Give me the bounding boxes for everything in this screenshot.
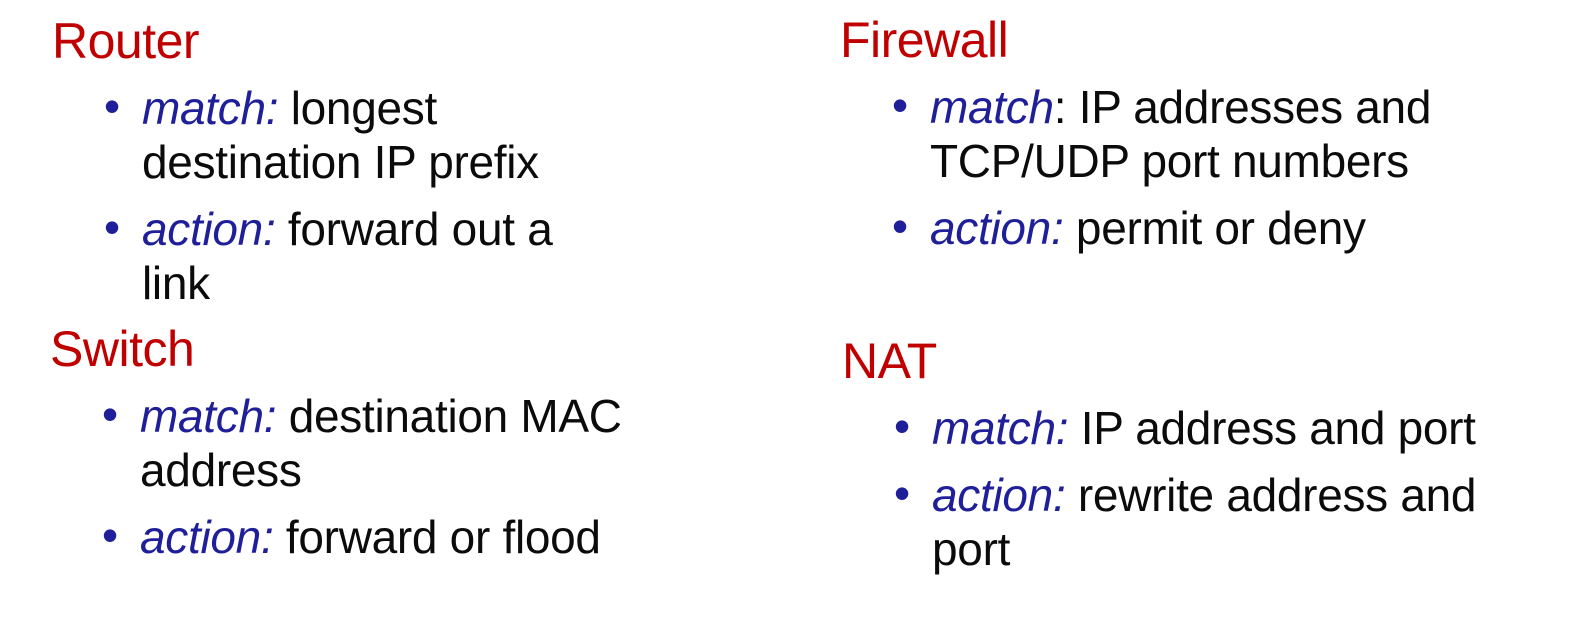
bullet-list-firewall: • match: IP addresses and TCP/UDP port nu… (840, 79, 1540, 255)
section-router: Router • match: longest destination IP pr… (52, 14, 692, 310)
section-title-switch: Switch (50, 321, 195, 377)
bullet-icon: • (892, 200, 908, 252)
bullet-list-nat: • match: IP address and port • action: rew… (842, 400, 1542, 576)
bullet-icon: • (892, 79, 908, 131)
bullet-text: longest destination IP prefix (142, 82, 539, 188)
bullet-item-nat-match: • match: IP address and port (894, 400, 1542, 455)
bullet-lead: action: (142, 203, 276, 255)
section-nat: NAT • match: IP address and port • action:… (842, 334, 1542, 576)
bullet-text: rewrite address and port (932, 469, 1477, 575)
bullet-text: : IP addresses and TCP/UDP port numbers (930, 81, 1432, 187)
bullet-item-router-action: • action: forward out a link (104, 201, 692, 310)
bullet-item-firewall-match: • match: IP addresses and TCP/UDP port nu… (892, 79, 1540, 188)
bullet-text: forward out a link (142, 203, 553, 309)
bullet-item-router-match: • match: longest destination IP prefix (104, 80, 692, 189)
bullet-icon: • (104, 80, 120, 132)
bullet-icon: • (894, 400, 910, 452)
bullet-lead: match: (140, 390, 277, 442)
section-title-router: Router (52, 13, 200, 69)
bullet-text: destination MAC address (140, 390, 622, 496)
bullet-lead: action: (932, 469, 1066, 521)
bullet-lead: action: (930, 202, 1064, 254)
bullet-icon: • (102, 388, 118, 440)
bullet-icon: • (104, 201, 120, 253)
bullet-list-router: • match: longest destination IP prefix • a… (52, 80, 692, 310)
bullet-list-switch: • match: destination MAC address • action:… (50, 388, 690, 564)
bullet-text: IP address and port (1068, 402, 1476, 454)
section-firewall: Firewall • match: IP addresses and TCP/UD… (840, 13, 1540, 255)
bullet-lead: action: (140, 511, 274, 563)
bullet-item-firewall-action: • action: permit or deny (892, 200, 1540, 255)
section-title-nat: NAT (842, 333, 937, 389)
section-title-firewall: Firewall (840, 12, 1009, 68)
bullet-lead: match (930, 81, 1054, 133)
section-switch: Switch • match: destination MAC address •… (50, 322, 690, 564)
bullet-lead: match: (142, 82, 279, 134)
bullet-icon: • (102, 509, 118, 561)
bullet-text: forward or flood (273, 511, 601, 563)
bullet-text: permit or deny (1063, 202, 1366, 254)
bullet-icon: • (894, 467, 910, 519)
bullet-lead: match: (932, 402, 1069, 454)
bullet-item-nat-action: • action: rewrite address and port (894, 467, 1542, 576)
bullet-item-switch-match: • match: destination MAC address (102, 388, 690, 497)
bullet-item-switch-action: • action: forward or flood (102, 509, 690, 564)
